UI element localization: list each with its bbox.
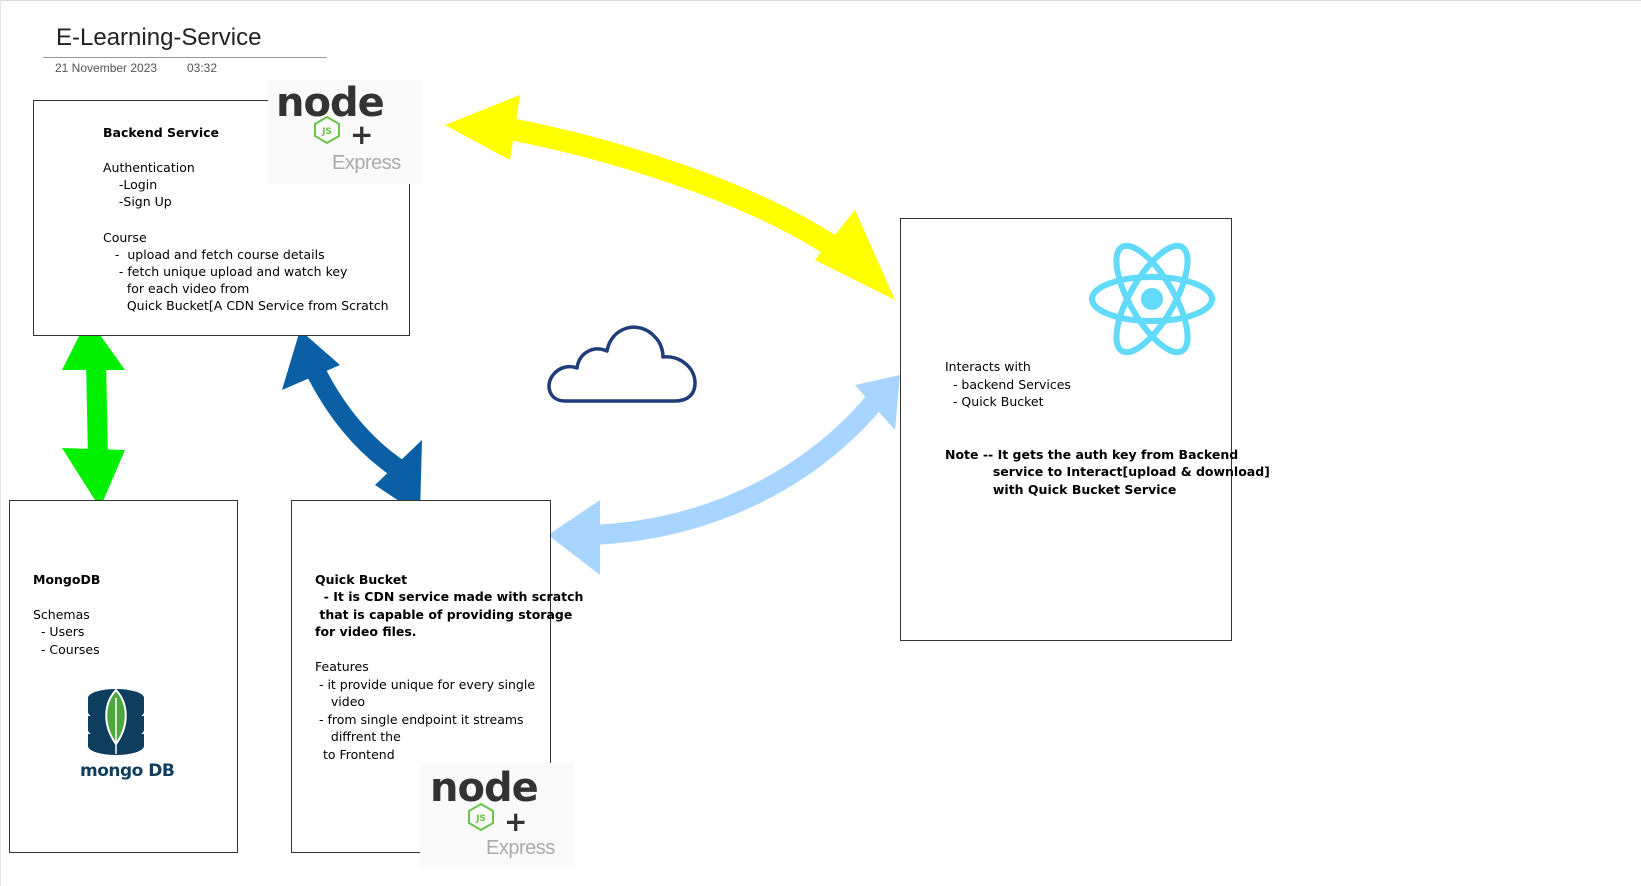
backend-heading: Backend Service [103,125,219,140]
page-time: 03:32 [187,61,218,75]
mongodb-logo-text: mongo DB [80,761,175,781]
frontend-note: service to Interact[upload & download] [945,464,1270,479]
js-hexagon-icon: JS [314,115,340,145]
frontend-line: Interacts with [945,359,1031,374]
backend-line: Course [103,230,147,245]
plus-sign: + [350,118,374,151]
backend-line: -Login [103,177,158,192]
nodejs-express-logo-icon: node JS + Express [420,763,574,867]
page-top-border [0,0,1641,1]
cloud-icon [547,325,697,403]
quick-bucket-heading: Quick Bucket [315,572,408,587]
page-title: E-Learning-Service [56,24,262,51]
plus-sign: + [504,805,528,838]
frontend-note: Note -- It gets the auth key from Backen… [945,447,1239,462]
backend-line: -Sign Up [103,194,172,209]
backend-line: Authentication [103,160,195,175]
backend-line: for each video from [103,281,250,296]
quick-bucket-desc: that is capable of providing storage [315,607,573,622]
quick-bucket-line: diffrent the [315,729,401,744]
backend-line: - fetch unique upload and watch key [103,264,348,279]
page-date: 21 November 2023 [55,61,158,75]
mongodb-line: - Courses [33,642,100,657]
quick-bucket-desc: for video files. [315,624,417,639]
mongodb-heading: MongoDB [33,572,101,587]
quick-bucket-line: video [315,694,366,709]
page-left-border [0,0,1,886]
quick-bucket-line: to Frontend [315,747,395,762]
frontend-line: - backend Services [945,377,1071,392]
svg-text:JS: JS [321,127,332,137]
mongodb-logo-icon [88,688,144,755]
frontend-box [900,218,1232,641]
quick-bucket-desc: - It is CDN service made with scratch [315,589,584,604]
backend-line: Quick Bucket[A CDN Service from Scratch [103,298,389,313]
svg-text:JS: JS [475,814,486,824]
react-logo-icon [1089,242,1215,356]
mongodb-box [9,500,238,853]
quick-bucket-line: Features [315,659,369,674]
backend-line: - upload and fetch course details [103,247,325,262]
frontend-note: with Quick Bucket Service [945,482,1177,497]
express-wordmark: Express [486,837,555,859]
quick-bucket-line: - it provide unique for every single [315,677,536,692]
quick-bucket-line: - from single endpoint it streams [315,712,524,727]
title-underline [43,57,327,58]
mongodb-line: Schemas [33,607,90,622]
node-wordmark: node [430,765,539,811]
express-wordmark: Express [332,152,401,174]
mongodb-line: - Users [33,624,85,639]
nodejs-express-logo-icon: node JS + Express [268,80,422,184]
frontend-line: - Quick Bucket [945,394,1044,409]
js-hexagon-icon: JS [468,802,494,832]
